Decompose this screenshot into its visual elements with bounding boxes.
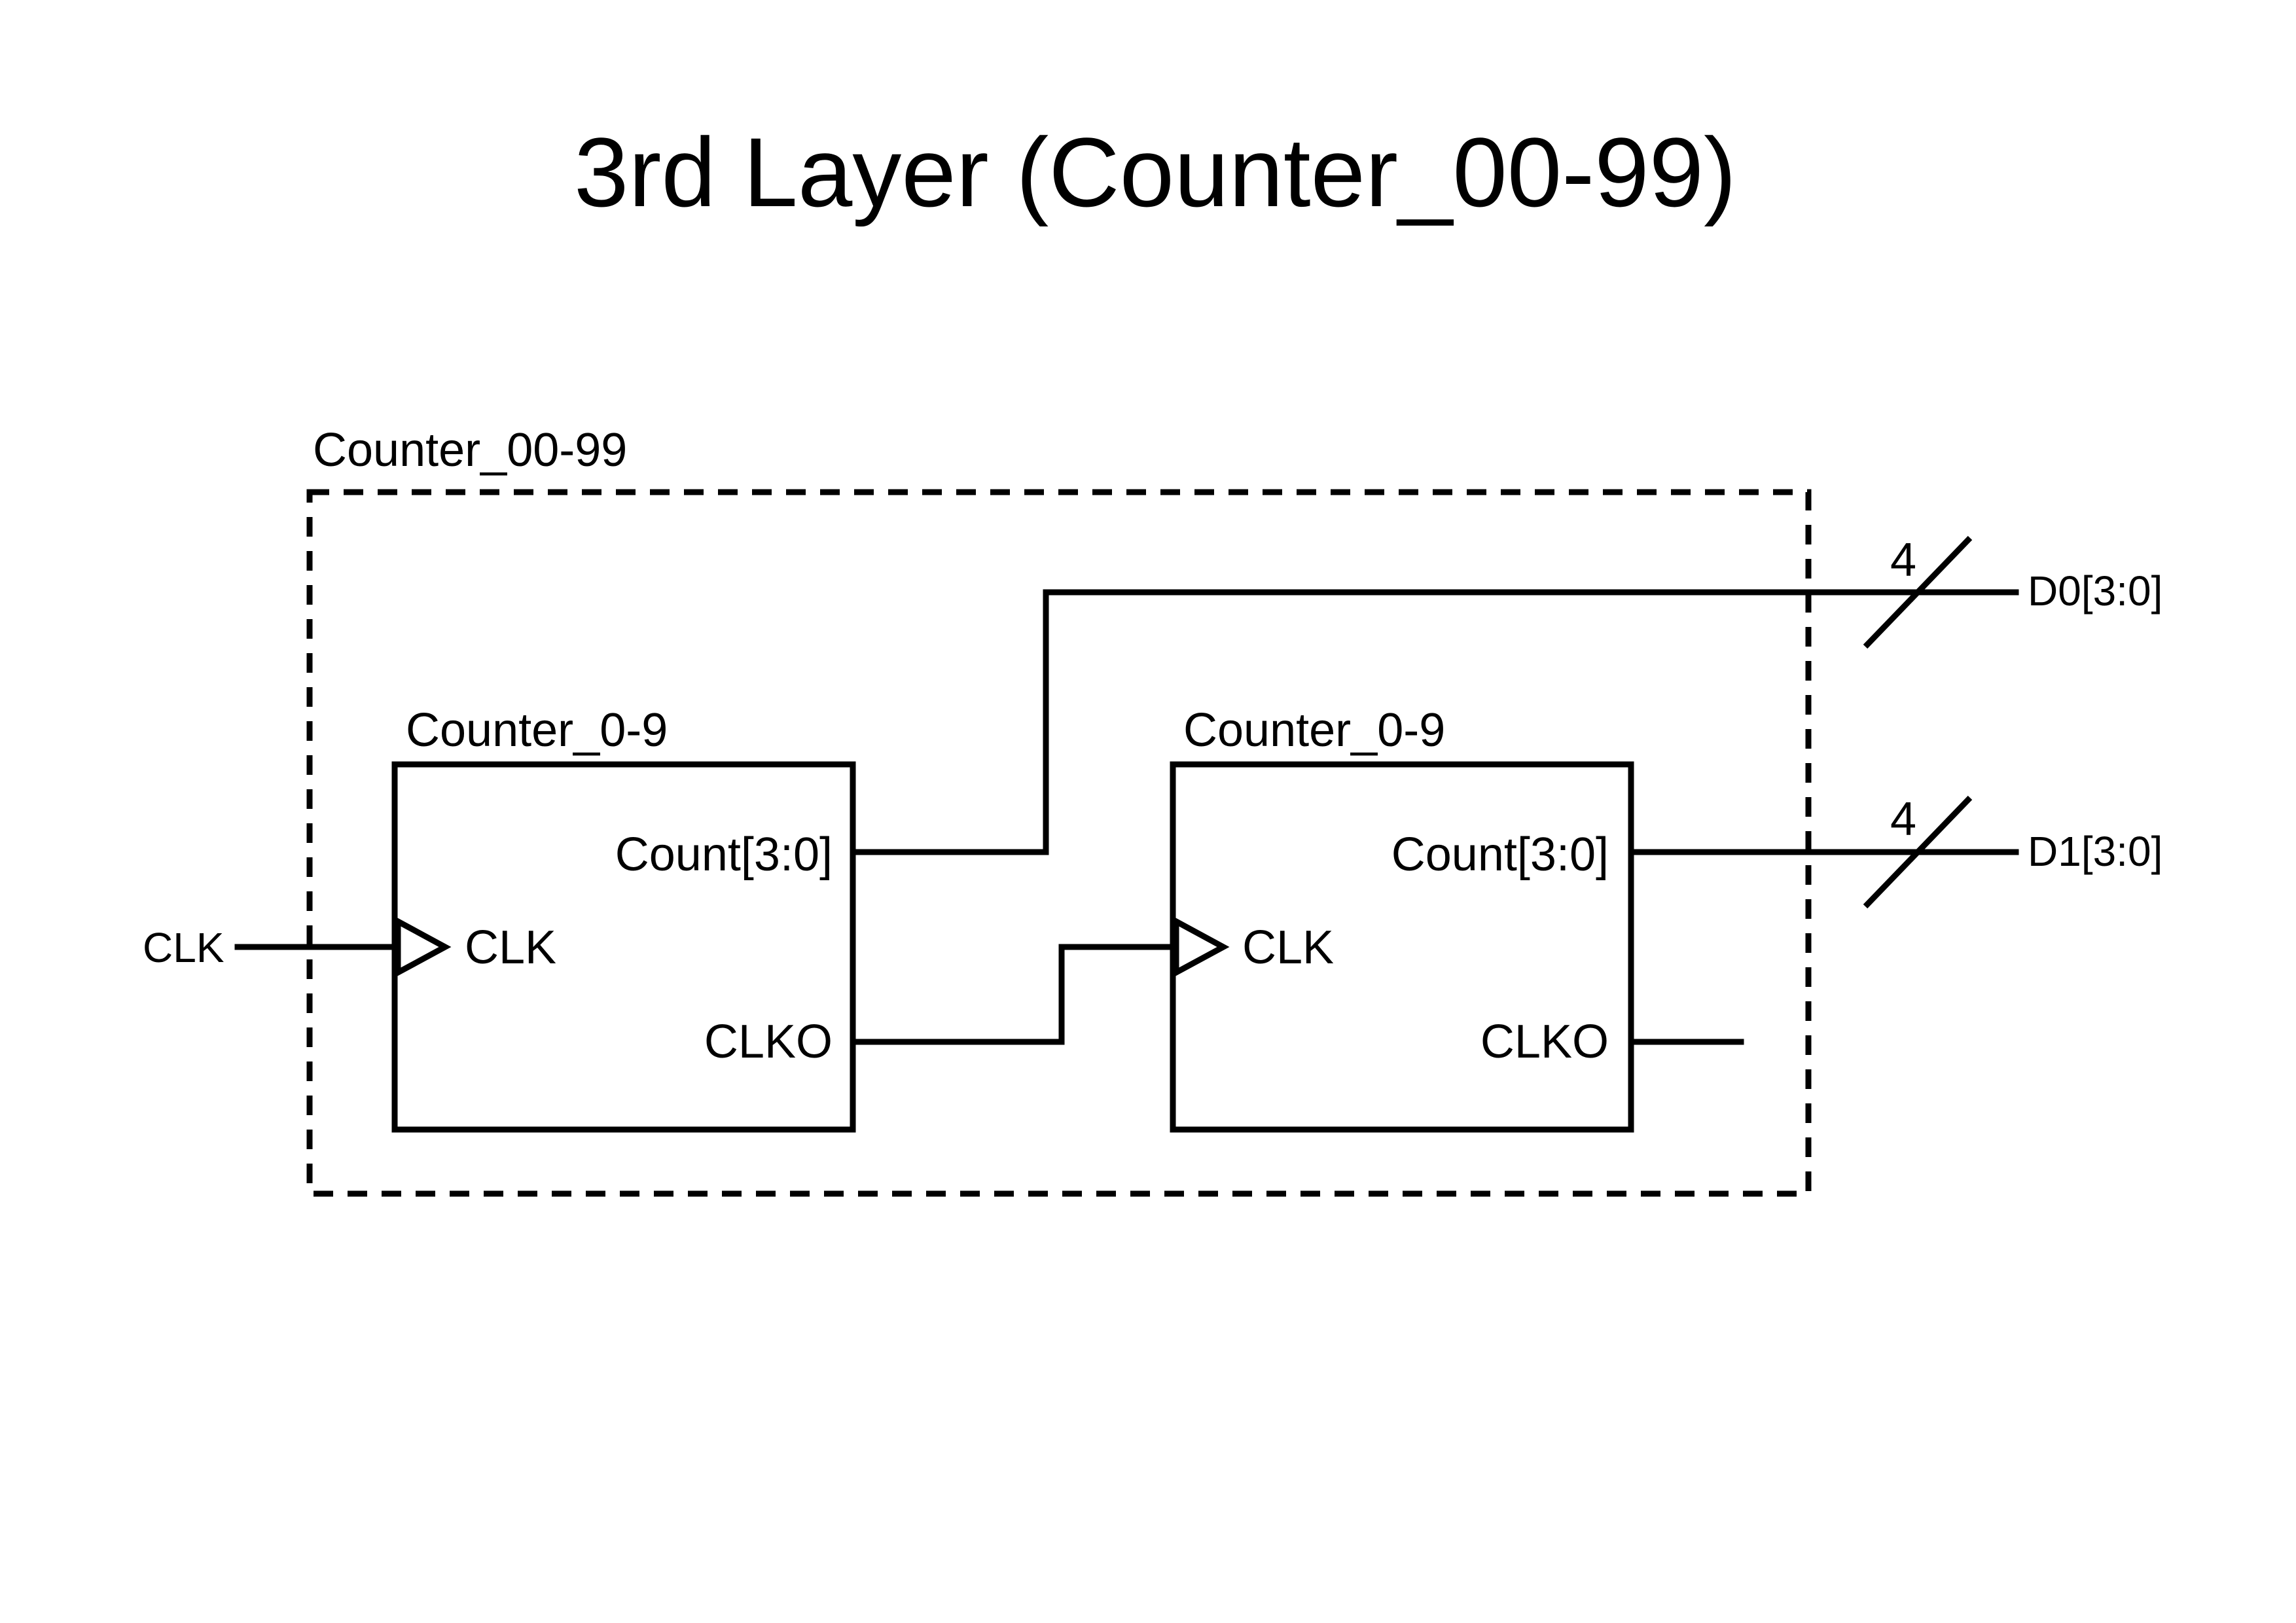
counter1-count-port: Count[3:0] <box>615 829 833 881</box>
d1-bus-slash <box>1863 795 1973 909</box>
counter2-label: Counter_0-9 <box>1183 704 1445 757</box>
d0-bus-slash <box>1863 535 1973 649</box>
d0-output-label: D0[3:0] <box>2028 567 2162 615</box>
counter2-clko-port: CLKO <box>1480 1016 1609 1068</box>
counter1-count-to-d0-wire <box>853 589 2019 855</box>
counter2-clock-triangle <box>1173 916 1230 978</box>
counter1-clko-to-counter2-clk-wire <box>853 944 1179 1045</box>
counter1-label: Counter_0-9 <box>406 704 668 757</box>
counter1-clko-port: CLKO <box>704 1016 833 1068</box>
counter1-clock-triangle <box>395 916 452 978</box>
outer-module-label: Counter_00-99 <box>313 424 627 476</box>
d1-bus-width: 4 <box>1890 793 1916 846</box>
diagram-title: 3rd Layer (Counter_00-99) <box>574 117 1736 227</box>
d1-output-label: D1[3:0] <box>2028 828 2162 875</box>
d0-bus-width: 4 <box>1890 534 1916 586</box>
counter2-clk-port: CLK <box>1242 921 1334 974</box>
outer-module-boundary <box>306 489 1812 1197</box>
counter1-block <box>391 761 856 1133</box>
counter2-block <box>1170 761 1634 1133</box>
counter1-clk-port: CLK <box>465 921 556 974</box>
clk-input-label: CLK <box>143 924 224 971</box>
counter2-count-port: Count[3:0] <box>1391 829 1609 881</box>
